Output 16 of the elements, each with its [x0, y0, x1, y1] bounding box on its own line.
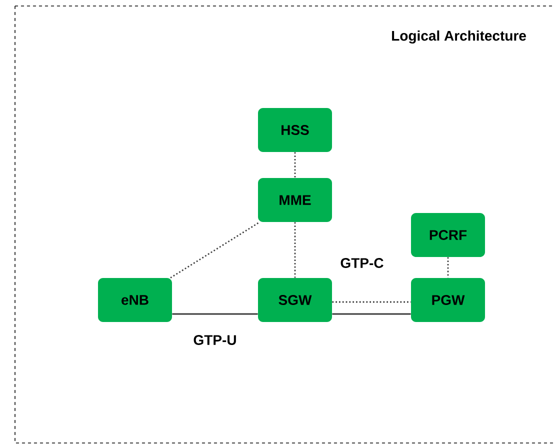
network-node: eNB: [98, 278, 172, 322]
network-node: PCRF: [411, 213, 485, 257]
network-node: PGW: [411, 278, 485, 322]
edge-label: GTP-C: [339, 257, 385, 269]
connector-line: [294, 152, 296, 178]
network-node: MME: [258, 178, 332, 222]
edge-label: GTP-U: [192, 334, 238, 346]
connector-line: [332, 313, 411, 315]
connector-line: [294, 222, 296, 278]
connector-line: [332, 301, 411, 303]
network-node: SGW: [258, 278, 332, 322]
connector-line: [447, 257, 449, 278]
network-node: HSS: [258, 108, 332, 152]
title: Logical Architecture: [392, 30, 526, 44]
connector-line: [172, 313, 258, 315]
connector-line: [170, 222, 260, 278]
